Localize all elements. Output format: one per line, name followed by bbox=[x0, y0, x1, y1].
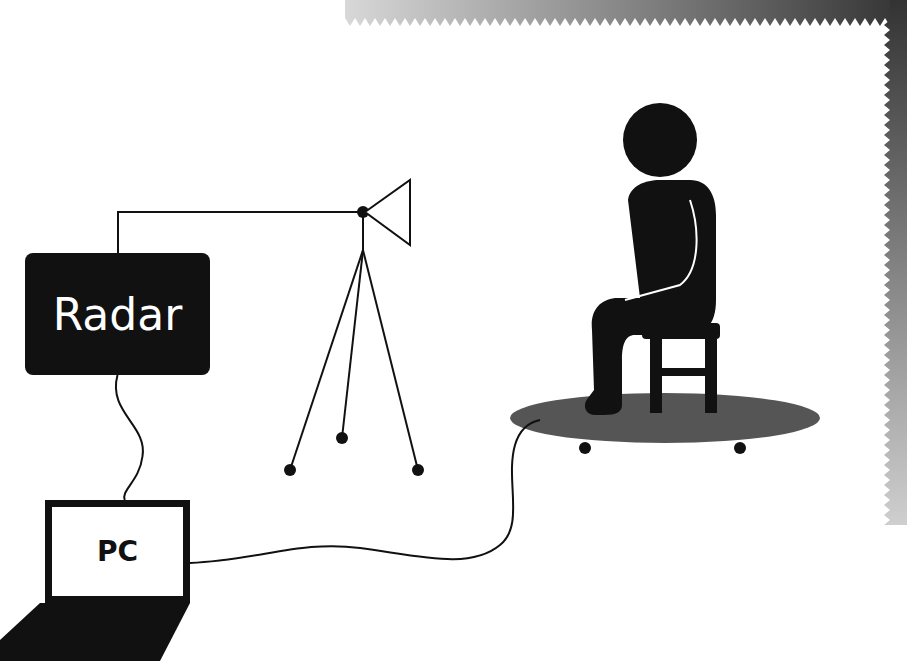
turntable-cable bbox=[190, 420, 540, 563]
node-label: Radar bbox=[53, 289, 183, 340]
data-cable bbox=[116, 375, 143, 500]
wheel bbox=[579, 442, 591, 454]
absorber-wall bbox=[884, 0, 907, 525]
wheel bbox=[734, 442, 746, 454]
absorber-wall bbox=[345, 0, 907, 26]
person bbox=[585, 103, 716, 415]
laptop-base bbox=[0, 603, 190, 661]
tripod bbox=[290, 212, 418, 470]
tripod-feet bbox=[284, 206, 424, 476]
turntable bbox=[510, 393, 820, 443]
node-label: PC bbox=[97, 535, 138, 568]
horn-antenna bbox=[365, 180, 410, 245]
laptop-screen: PC bbox=[45, 500, 190, 603]
stool bbox=[642, 323, 720, 413]
radar-box: Radar bbox=[25, 253, 210, 375]
antenna-cable bbox=[118, 212, 363, 253]
